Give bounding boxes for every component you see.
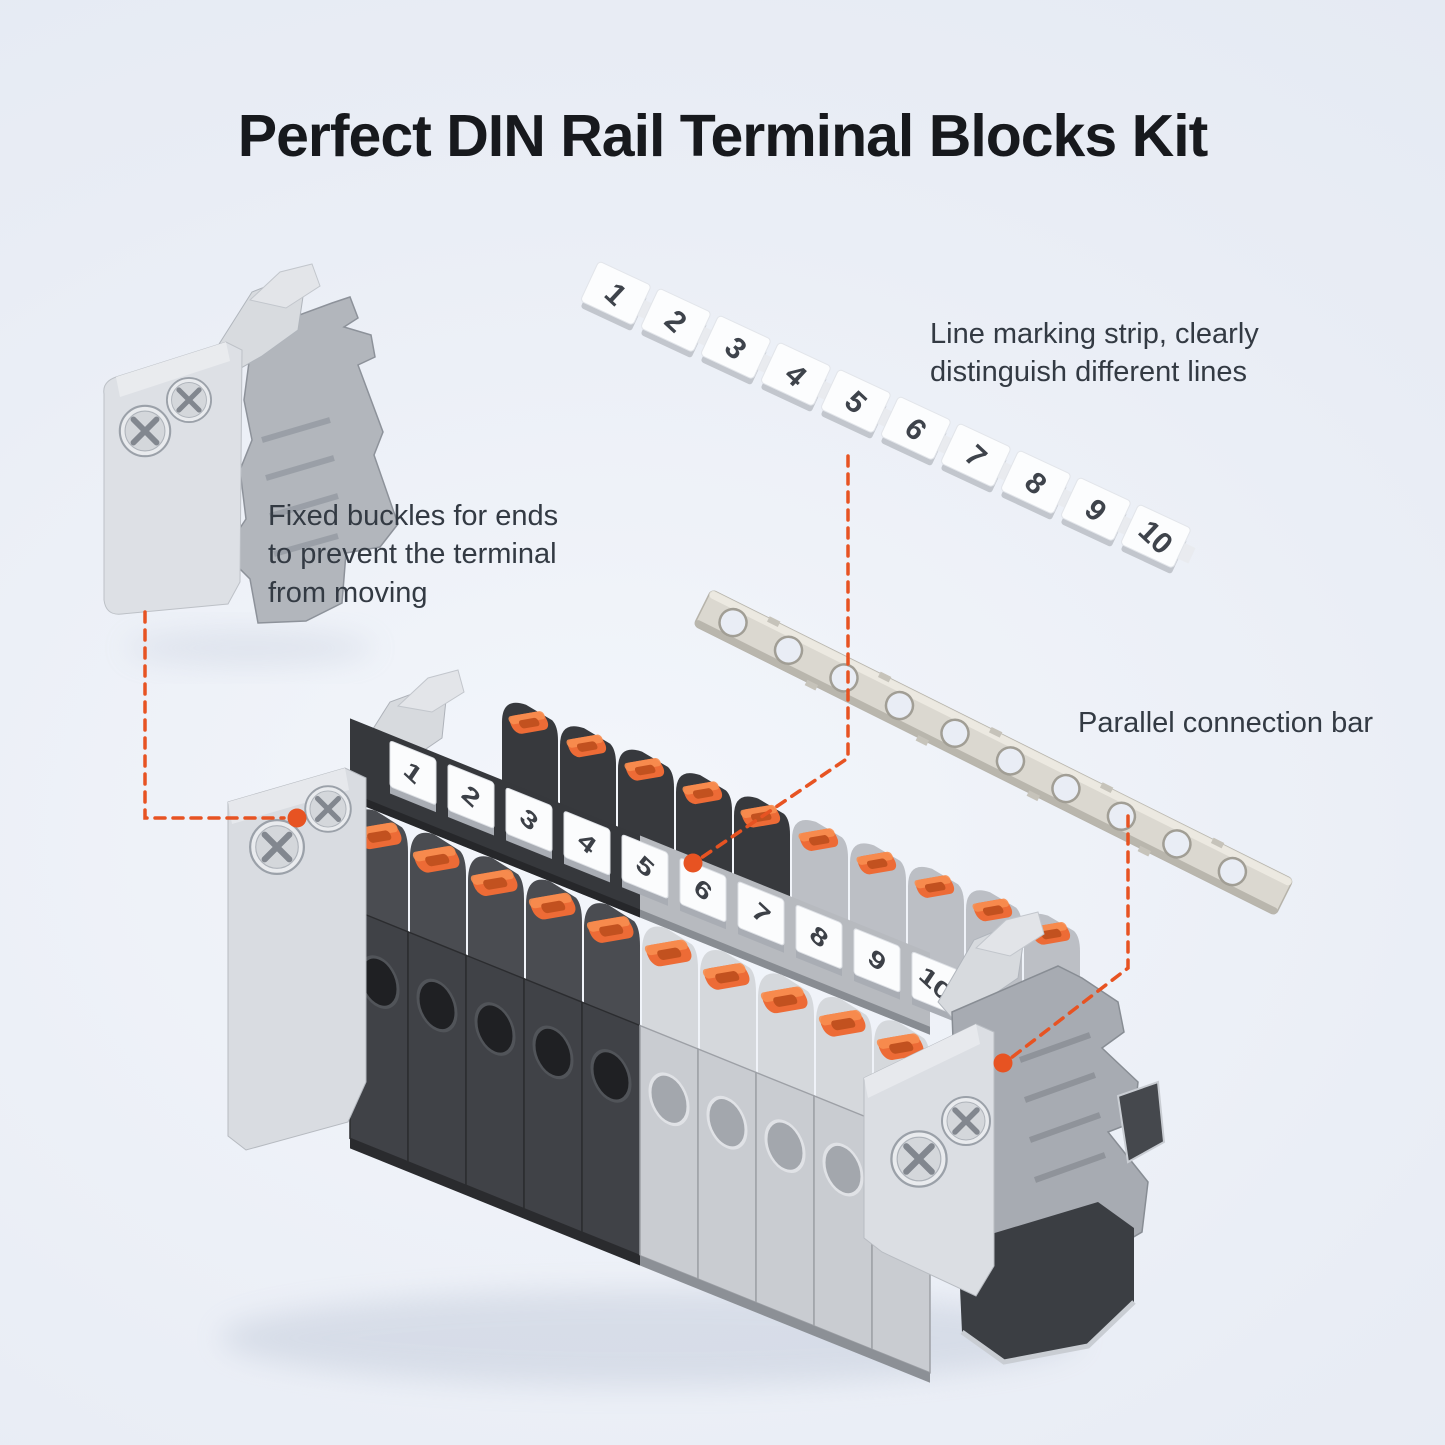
- parallel-bar-illustration: [694, 590, 1293, 915]
- screw-icon: [120, 406, 170, 456]
- leader-line-marking-strip: [699, 454, 850, 860]
- screw-icon: [250, 820, 304, 874]
- page-title: Perfect DIN Rail Terminal Blocks Kit: [237, 102, 1208, 169]
- installed-marking-strip: 1 2 3 4 5 6 7 8 9 10: [389, 740, 959, 1024]
- left-end-plate: [227, 767, 367, 1151]
- annotation-line-marking: Line marking strip, clearly distinguish …: [930, 318, 1259, 389]
- din-rail-channel: [958, 1202, 1134, 1362]
- annotation-fixed-buckles: Fixed buckles for ends to prevent the te…: [268, 500, 559, 609]
- annotation-parallel-bar: Parallel connection bar: [1078, 707, 1374, 739]
- leader-line-parallel-bar: [1009, 814, 1130, 1060]
- leader-line-fixed-buckles: [143, 610, 286, 820]
- callout-leaders: [143, 454, 1130, 1073]
- screw-icon: [942, 1097, 990, 1145]
- leader-dot-fixed-buckles: [287, 808, 307, 828]
- assembly-shadow: [220, 1290, 1080, 1386]
- screw-icon: [167, 378, 211, 422]
- marking-strip-illustration: 1 2 3 4 5 6 7 8 9 10: [577, 260, 1203, 580]
- wire-holes-dark: [358, 955, 632, 1103]
- bracket-shadow: [125, 630, 375, 666]
- screw-icon: [891, 1131, 946, 1186]
- leader-dot-parallel-bar: [993, 1053, 1013, 1073]
- screw-icon: [305, 786, 351, 832]
- leader-dot-marking-strip: [683, 853, 703, 873]
- end-bracket-illustration: [103, 263, 399, 624]
